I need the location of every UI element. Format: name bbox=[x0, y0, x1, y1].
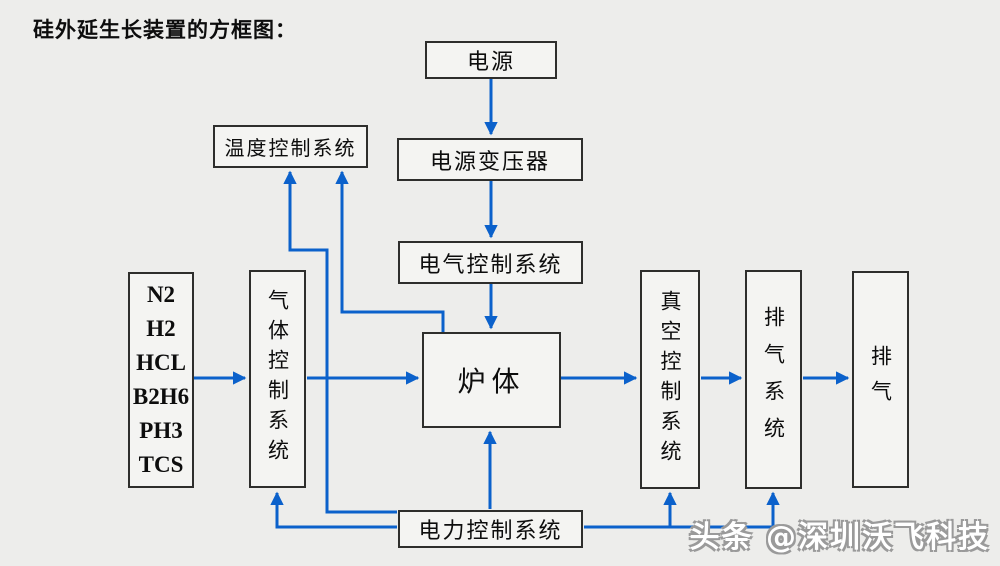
node-exhaust: 排气 bbox=[852, 271, 909, 488]
gas-label-hcl: HCL bbox=[136, 350, 186, 375]
node-power-control-system-label: 电力控制系统 bbox=[418, 518, 563, 543]
arrow-power-control-to-gas-control bbox=[270, 491, 397, 529]
node-gas-control-system-label: 气体控制系统 bbox=[265, 289, 290, 469]
node-power-transformer: 电源变压器 bbox=[397, 138, 583, 181]
node-furnace-body-label: 炉体 bbox=[457, 367, 526, 398]
node-furnace-body: 炉体 bbox=[422, 332, 561, 428]
node-exhaust-label: 排气 bbox=[868, 344, 893, 415]
gas-label-b2h6: B2H6 bbox=[132, 384, 190, 409]
node-power-control-system: 电力控制系统 bbox=[398, 510, 583, 548]
gas-label-n2: N2 bbox=[146, 282, 176, 307]
node-temperature-control-system-label: 温度控制系统 bbox=[224, 138, 357, 160]
node-temperature-control-system: 温度控制系统 bbox=[213, 125, 368, 168]
node-vacuum-control-system-label: 真空控制系统 bbox=[658, 289, 682, 470]
arrow-furnace-to-temp-control bbox=[335, 170, 445, 332]
watermark: 头条 @深圳沃飞科技 bbox=[689, 520, 990, 555]
node-power-transformer-label: 电源变压器 bbox=[429, 148, 550, 174]
node-vacuum-control-system: 真空控制系统 bbox=[640, 270, 700, 489]
node-power-supply: 电源 bbox=[425, 41, 557, 79]
arrow-power-control-to-temp-control bbox=[283, 170, 397, 514]
node-exhaust-system-label: 排气系统 bbox=[761, 305, 786, 454]
node-gas-control-system: 气体控制系统 bbox=[249, 270, 306, 488]
diagram-title: 硅外延生长装置的方框图： bbox=[33, 18, 297, 42]
node-electrical-control-system-label: 电气控制系统 bbox=[418, 251, 563, 277]
gas-label-h2: H2 bbox=[146, 316, 176, 341]
node-power-supply-label: 电源 bbox=[466, 49, 515, 74]
node-exhaust-system: 排气系统 bbox=[745, 270, 802, 489]
node-electrical-control-system: 电气控制系统 bbox=[398, 241, 583, 284]
gas-label-ph3: PH3 bbox=[139, 418, 183, 443]
node-gas-sources: N2 H2 HCL B2H6 PH3 TCS bbox=[128, 272, 194, 488]
gas-label-tcs: TCS bbox=[138, 452, 184, 477]
